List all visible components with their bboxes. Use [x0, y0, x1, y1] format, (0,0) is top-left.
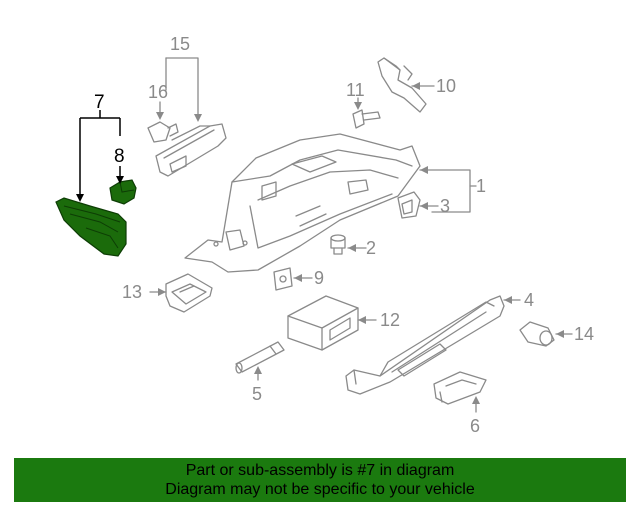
callout-9: 9 — [314, 268, 324, 288]
bulb-part-16 — [147, 121, 179, 143]
vent-part-13 — [165, 273, 213, 313]
callout-10: 10 — [436, 76, 456, 96]
module-part-12 — [287, 295, 359, 351]
callout-3: 3 — [440, 196, 450, 216]
callout-12: 12 — [380, 310, 400, 330]
bracket-part-15 — [155, 123, 227, 177]
callout-16: 16 — [148, 82, 168, 102]
banner-line-2: Diagram may not be specific to your vehi… — [165, 481, 475, 498]
callout-13: 13 — [122, 282, 142, 302]
nut-part-9 — [273, 267, 293, 291]
callout-8: 8 — [114, 146, 125, 167]
callout-4: 4 — [524, 290, 534, 310]
screw-part-2 — [330, 234, 346, 255]
latch-part-6 — [433, 371, 487, 405]
callout-11: 11 — [346, 80, 365, 100]
highlighted-part-7 — [55, 197, 127, 257]
callout-2: 2 — [366, 238, 376, 258]
callout-7: 7 — [94, 92, 105, 113]
callout-14: 14 — [574, 324, 594, 344]
bolt-part-11 — [352, 109, 381, 129]
highlight-arrowheads — [76, 176, 124, 202]
parts-diagram: 1 2 3 4 5 6 7 8 9 10 11 12 13 14 15 16 — [55, 34, 594, 436]
bumper-part-14 — [519, 321, 555, 347]
leader-arrowheads — [156, 82, 564, 404]
clip-part-3 — [397, 191, 421, 219]
highlighted-part-8 — [109, 179, 137, 205]
lock-cylinder-part-10 — [377, 57, 427, 113]
banner-line-1: Part or sub-assembly is #7 in diagram — [185, 462, 455, 479]
callout-15: 15 — [170, 34, 190, 54]
rod-part-5 — [235, 341, 285, 374]
callout-6: 6 — [470, 416, 480, 436]
glove-box-door-part-4 — [345, 295, 505, 395]
callout-5: 5 — [252, 384, 262, 404]
callout-1: 1 — [476, 176, 486, 196]
info-banner: Part or sub-assembly is #7 in diagram Di… — [14, 458, 626, 502]
glove-box-housing — [184, 133, 421, 273]
